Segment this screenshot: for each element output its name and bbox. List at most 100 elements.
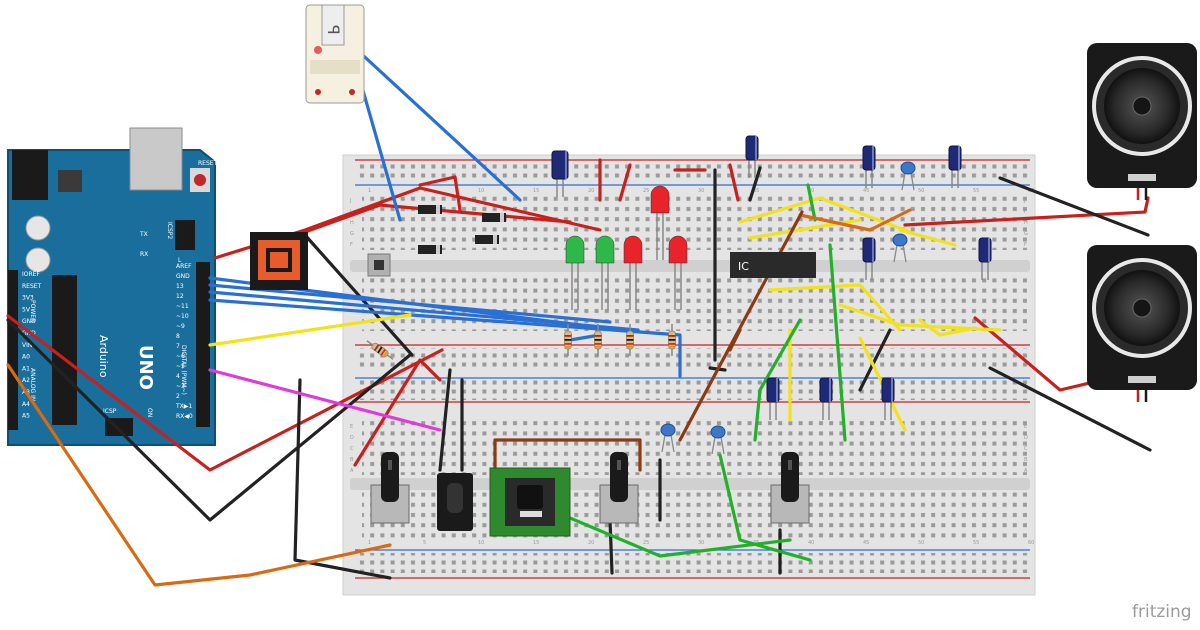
diode-1 <box>418 205 442 214</box>
usb-connector <box>129 127 183 191</box>
wire-brown[interactable] <box>728 328 742 352</box>
wire-red[interactable] <box>303 203 572 234</box>
electrolytic-capacitor <box>819 377 833 420</box>
rx-label: RX <box>140 251 148 258</box>
wire-black[interactable] <box>6 318 412 522</box>
wire-black[interactable] <box>998 176 1150 237</box>
arduino-right-pin-label: TX▶1 <box>175 403 192 410</box>
capacitor-2 <box>25 247 51 273</box>
arduino-left-pin-label: A4 <box>22 401 30 408</box>
wire-yellow[interactable] <box>768 283 902 332</box>
power-analog-header <box>8 270 18 430</box>
wire-red[interactable] <box>418 175 462 212</box>
resistor <box>564 324 572 356</box>
row-letter: A <box>1024 468 1028 474</box>
potentiometer[interactable] <box>770 452 810 524</box>
electrolytic-capacitor <box>745 135 759 178</box>
wire-black[interactable] <box>858 328 892 392</box>
capacitor-1 <box>25 215 51 241</box>
on-led-label: ON <box>146 408 153 417</box>
arduino-left-pin-label: RESET <box>22 283 42 290</box>
capacitors-group <box>551 135 992 455</box>
potentiometer[interactable] <box>370 452 410 524</box>
arduino-right-pin-label: 2 <box>176 393 180 400</box>
electrolytic-capacitor <box>766 377 780 420</box>
column-number: 5 <box>423 540 426 546</box>
wire-blue[interactable] <box>208 283 612 324</box>
wire-green[interactable] <box>568 516 792 558</box>
ir-sensor-block[interactable] <box>437 473 473 531</box>
top-power-rail <box>355 162 1030 182</box>
row-letter: B <box>1024 457 1028 463</box>
wire-black[interactable] <box>293 378 392 580</box>
arduino-left-pin-label: A5 <box>22 413 30 420</box>
wire-brown[interactable] <box>493 438 642 472</box>
column-number: 20 <box>588 540 594 546</box>
wire-orange[interactable] <box>798 208 912 232</box>
reset-button-cap[interactable] <box>194 174 206 186</box>
wire-green[interactable] <box>806 183 817 222</box>
column-number: 45 <box>863 540 869 546</box>
wire-blue[interactable] <box>208 290 640 332</box>
wire-blue[interactable] <box>208 298 682 378</box>
ceramic-capacitor <box>710 425 726 455</box>
wire-green[interactable] <box>753 318 802 442</box>
wire-yellow[interactable] <box>208 313 412 347</box>
wire-magenta[interactable] <box>208 368 442 432</box>
wire-green[interactable] <box>718 453 812 562</box>
atmega-chip <box>52 275 77 425</box>
column-number: 55 <box>973 188 979 194</box>
potentiometers-group <box>370 452 810 524</box>
wire-black[interactable] <box>303 233 414 357</box>
column-number: 10 <box>478 540 484 546</box>
wire-yellow[interactable] <box>738 196 912 234</box>
potentiometer[interactable] <box>599 452 639 524</box>
diode-2 <box>482 213 506 222</box>
row-letter: F <box>350 242 353 248</box>
speaker <box>1087 245 1197 402</box>
wire-brown[interactable] <box>678 210 804 442</box>
row-letter: G <box>1024 231 1028 237</box>
arduino-left-pin-label: IOREF <box>22 271 40 278</box>
resistor <box>626 324 634 356</box>
ceramic-capacitor <box>660 423 676 453</box>
arduino-right-pin-label: RX◀0 <box>176 413 193 420</box>
audio-jack-module[interactable] <box>489 467 571 537</box>
wire-yellow[interactable] <box>898 228 957 247</box>
arduino-right-pin-label: AREF <box>176 263 192 270</box>
led <box>650 185 670 260</box>
wire-black[interactable] <box>608 518 614 575</box>
wire-black[interactable] <box>988 366 1152 452</box>
led <box>565 235 585 310</box>
power-section-label: POWER <box>29 300 36 322</box>
row-letter: A <box>350 468 354 474</box>
arduino-right-pin-label: 4 <box>176 373 180 380</box>
arduino-right-pin-label: ~11 <box>176 303 189 310</box>
resistors-group <box>366 324 676 360</box>
wire-blue[interactable] <box>353 46 522 202</box>
wire-black[interactable] <box>748 166 762 202</box>
relay-module[interactable] <box>250 232 308 290</box>
digital-header <box>196 262 210 427</box>
wire-yellow[interactable] <box>918 318 977 337</box>
ir-receiver-module[interactable]: ꟼ <box>305 4 365 104</box>
wire-orange[interactable] <box>6 363 392 587</box>
wire-red[interactable] <box>353 358 442 467</box>
arduino-left-pin-label: 3V3 <box>22 295 34 302</box>
wire-red[interactable] <box>728 163 740 202</box>
leds-group <box>565 185 688 310</box>
pushbutton[interactable] <box>367 253 391 277</box>
row-letter: B <box>350 457 354 463</box>
row-letter: D <box>350 435 354 441</box>
diode-3 <box>418 245 442 254</box>
wire-red[interactable] <box>618 163 632 202</box>
wire-red[interactable] <box>903 196 1150 227</box>
column-number: 15 <box>533 540 539 546</box>
wire-green[interactable] <box>828 243 847 442</box>
wire-black[interactable] <box>438 368 452 472</box>
column-number: 5 <box>423 188 426 194</box>
wire-red[interactable] <box>6 314 444 472</box>
speakers-group <box>1087 43 1197 402</box>
arduino-right-pin-label: ~6 <box>176 353 185 360</box>
